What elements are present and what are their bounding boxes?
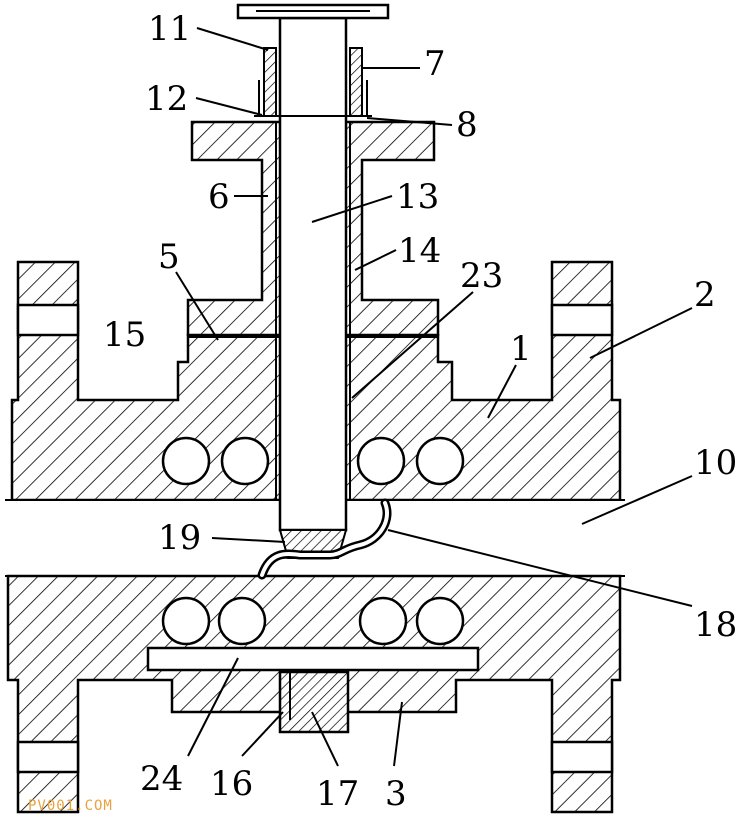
label-24: 24 — [140, 759, 183, 799]
valve-stem — [278, 16, 348, 532]
bottom-plate — [146, 646, 480, 672]
leader-12 — [195, 97, 263, 116]
lower-left-flange-hole — [16, 740, 80, 774]
leader-23 — [351, 291, 474, 399]
leader-1 — [487, 364, 517, 419]
bottom-boss — [278, 670, 350, 734]
leader-18 — [387, 529, 693, 607]
label-23: 23 — [460, 256, 503, 296]
lower-right-flange-hole — [550, 740, 614, 774]
leader-3 — [393, 701, 403, 767]
upper-ball — [220, 436, 270, 486]
leader-11 — [196, 27, 269, 51]
watermark: PV001.COM — [28, 798, 113, 814]
label-18: 18 — [694, 605, 737, 645]
label-2: 2 — [694, 275, 716, 315]
leader-24 — [187, 657, 239, 757]
label-10: 10 — [694, 443, 737, 483]
label-3: 3 — [385, 774, 407, 814]
lower-ball — [217, 596, 267, 646]
label-12: 12 — [145, 79, 188, 119]
upper-ball — [356, 436, 406, 486]
upper-right-flange-hole — [550, 303, 614, 337]
leader-13 — [311, 195, 393, 223]
leader-16 — [241, 711, 284, 757]
upper-ball — [415, 436, 465, 486]
leader-17 — [311, 711, 339, 767]
left-packing-gland — [263, 47, 277, 117]
label-14: 14 — [398, 231, 441, 271]
label-6: 6 — [208, 177, 230, 217]
upper-ball — [161, 436, 211, 486]
label-1: 1 — [510, 329, 532, 369]
leader-19 — [211, 537, 286, 543]
label-5: 5 — [158, 237, 180, 277]
label-15: 15 — [103, 315, 146, 355]
flexible-tube-inner — [260, 501, 389, 577]
label-8: 8 — [456, 105, 478, 145]
label-11: 11 — [148, 9, 191, 49]
label-17: 17 — [316, 774, 359, 814]
leader-10 — [581, 475, 693, 525]
leader-14 — [354, 249, 397, 271]
right-packing-gland — [349, 47, 363, 117]
lower-ball — [358, 596, 408, 646]
lower-ball — [415, 596, 465, 646]
label-13: 13 — [396, 177, 439, 217]
label-7: 7 — [424, 44, 446, 84]
leader-8 — [366, 117, 453, 126]
leader-2 — [589, 307, 693, 359]
lower-ball — [161, 596, 211, 646]
label-19: 19 — [158, 518, 201, 558]
label-16: 16 — [210, 764, 253, 804]
upper-left-flange-hole — [16, 303, 80, 337]
leader-5 — [175, 271, 219, 341]
